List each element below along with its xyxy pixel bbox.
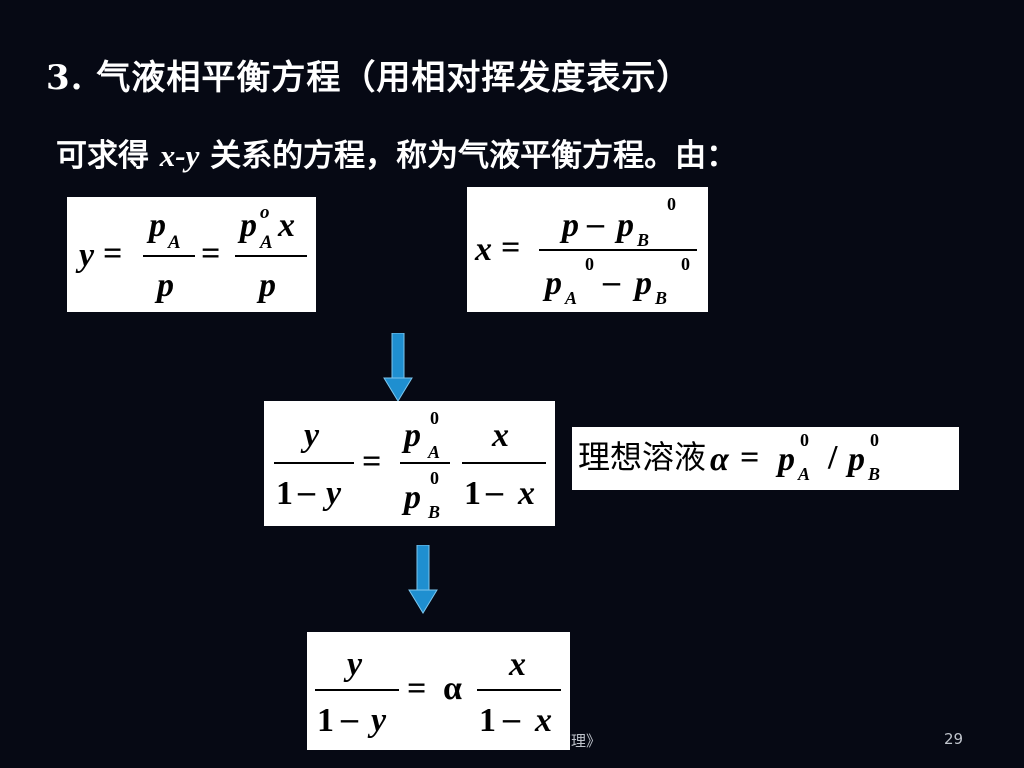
ideal-solution-box: 理想溶液 α = p A 0 / p B 0 [572, 427, 959, 490]
intro-variable: x-y [159, 138, 200, 173]
slide-title: 3. 气液相平衡方程（用相对挥发度表示） [46, 58, 692, 98]
equation-box-final: y 1 – y = α x 1 – x [307, 632, 570, 750]
page-number: 29 [944, 730, 964, 748]
ideal-solution-label: 理想溶液 [578, 438, 707, 476]
equation-box-y: y = p A p = p o A x p [67, 197, 316, 312]
intro-before: 可求得 [56, 138, 160, 174]
equation-box-ratio: y 1 – y = p A 0 p B 0 x 1 – x [264, 401, 555, 526]
intro-after: 关系的方程，称为气液平衡方程。由： [199, 138, 738, 174]
equation-box-x: x = p – p B 0 p A 0 – p B 0 [467, 187, 708, 312]
down-arrow-icon [408, 545, 438, 614]
down-arrow-icon [383, 333, 413, 402]
intro-text: 可求得 x-y 关系的方程，称为气液平衡方程。由： [56, 130, 737, 175]
